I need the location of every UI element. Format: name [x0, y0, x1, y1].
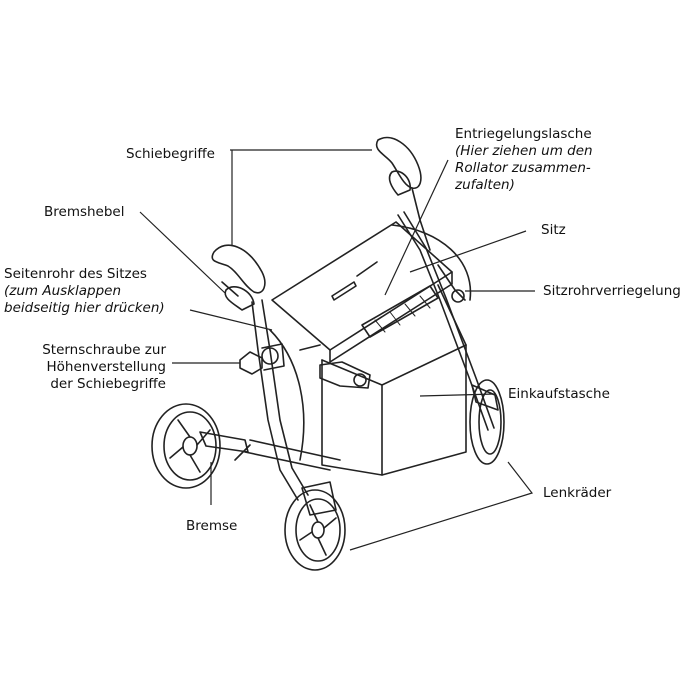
leader-lines [139, 149, 535, 551]
label-bremshebel: Bremshebel [44, 204, 125, 220]
rollator-illustration [151, 136, 505, 571]
label-schiebegriffe: Schiebegriffe [126, 146, 215, 162]
label-lenkraeder: Lenkräder [543, 485, 612, 501]
label-entriegelungslasche-note: (Hier ziehen um den Rollator zusammen- z… [455, 143, 593, 193]
leader-entriegelungslasche [384, 159, 449, 296]
label-seitenrohr-title: Seitenrohr des Sitzes [4, 266, 147, 282]
label-seitenrohr-note: (zum Ausklappen beidseitig hier drücken) [4, 283, 165, 316]
label-sternschraube: Sternschraube zur Höhenverstellung der S… [42, 342, 166, 392]
leader-sitz [409, 230, 527, 273]
right-rear-frame [397, 214, 489, 431]
label-bremse: Bremse [186, 518, 238, 534]
leader-lenkraeder [349, 461, 534, 551]
seat-stripe [361, 285, 439, 338]
label-sitz: Sitz [541, 222, 566, 238]
star-knob [239, 351, 263, 375]
right-handle-grip [375, 136, 422, 189]
label-einkaufstasche: Einkaufstasche [508, 386, 610, 402]
seat [271, 221, 453, 351]
left-handle-grip [211, 244, 266, 294]
left-front-post [251, 301, 299, 501]
right-caster [469, 379, 505, 465]
label-entriegelungslasche-title: Entriegelungslasche [455, 126, 592, 142]
leader-schiebegriffe [230, 149, 372, 245]
label-sitzrohrverriegelung: Sitzrohrverriegelung [543, 283, 681, 299]
label-entriegelungslasche: Entriegelungslasche (Hier ziehen um den … [455, 126, 593, 194]
shopping-bag [321, 284, 467, 476]
left-rear-wheel [151, 403, 221, 489]
leader-einkaufstasche [419, 393, 496, 397]
front-left-caster [284, 489, 346, 571]
leader-bremshebel [139, 211, 226, 294]
leader-seitenrohr [189, 309, 273, 331]
label-seitenrohr: Seitenrohr des Sitzes (zum Ausklappen be… [4, 266, 165, 317]
